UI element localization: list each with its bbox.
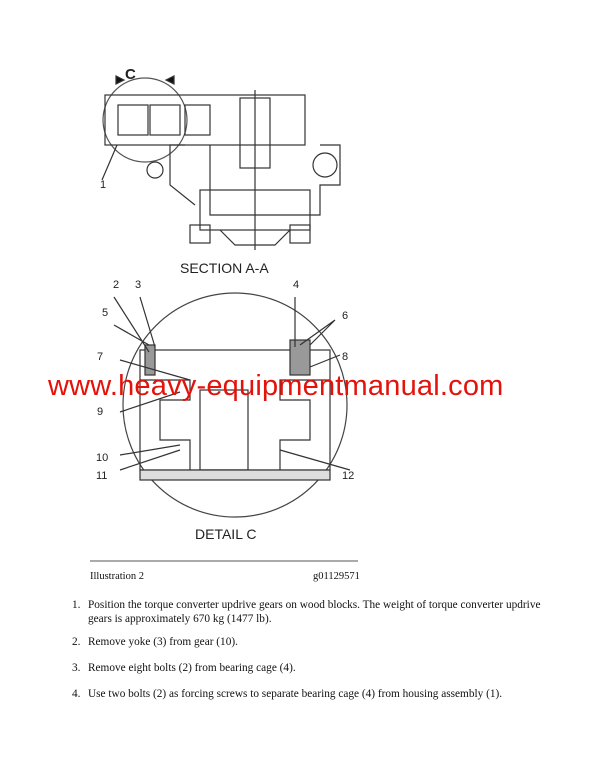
watermark: www.heavy-equipmentmanual.com [48,370,504,402]
callout-4: 4 [293,279,300,291]
caption-image-id: g01129571 [313,571,360,582]
step-4: 4. Use two bolts (2) as forcing screws to… [72,687,542,701]
callout-3: 3 [135,279,142,291]
detail-c-drawing [113,292,351,518]
callout-8: 8 [342,351,349,363]
callout-9: 9 [97,406,104,418]
step-text: Remove eight bolts (2) from bearing cage… [88,662,296,674]
step-text: Remove yoke (3) from gear (10). [88,636,238,648]
step-1: 1. Position the torque converter updrive … [72,598,542,626]
callout-12: 12 [342,470,355,482]
step-3: 3. Remove eight bolts (2) from bearing ca… [72,661,542,675]
callout-5: 5 [102,307,109,319]
step-number: 2. [72,636,81,648]
step-number: 1. [72,599,81,611]
caption-illustration: Illustration 2 [90,571,144,582]
step-text: Position the torque converter updrive ge… [88,599,541,625]
callout-7: 7 [97,351,104,363]
step-text: Use two bolts (2) as forcing screws to s… [88,688,503,700]
section-label: SECTION A-A [180,260,269,276]
step-2: 2. Remove yoke (3) from gear (10). [72,635,542,649]
section-a-a-drawing [101,75,341,250]
caption-rule [90,560,358,562]
callout-6: 6 [342,310,349,322]
callout-1: 1 [100,179,107,191]
view-marker-c: C [125,66,136,83]
callout-10: 10 [96,452,109,464]
callout-11: 11 [96,470,108,482]
callout-2: 2 [113,279,120,291]
step-number: 3. [72,662,81,674]
detail-label: DETAIL C [195,526,257,542]
step-number: 4. [72,688,81,700]
